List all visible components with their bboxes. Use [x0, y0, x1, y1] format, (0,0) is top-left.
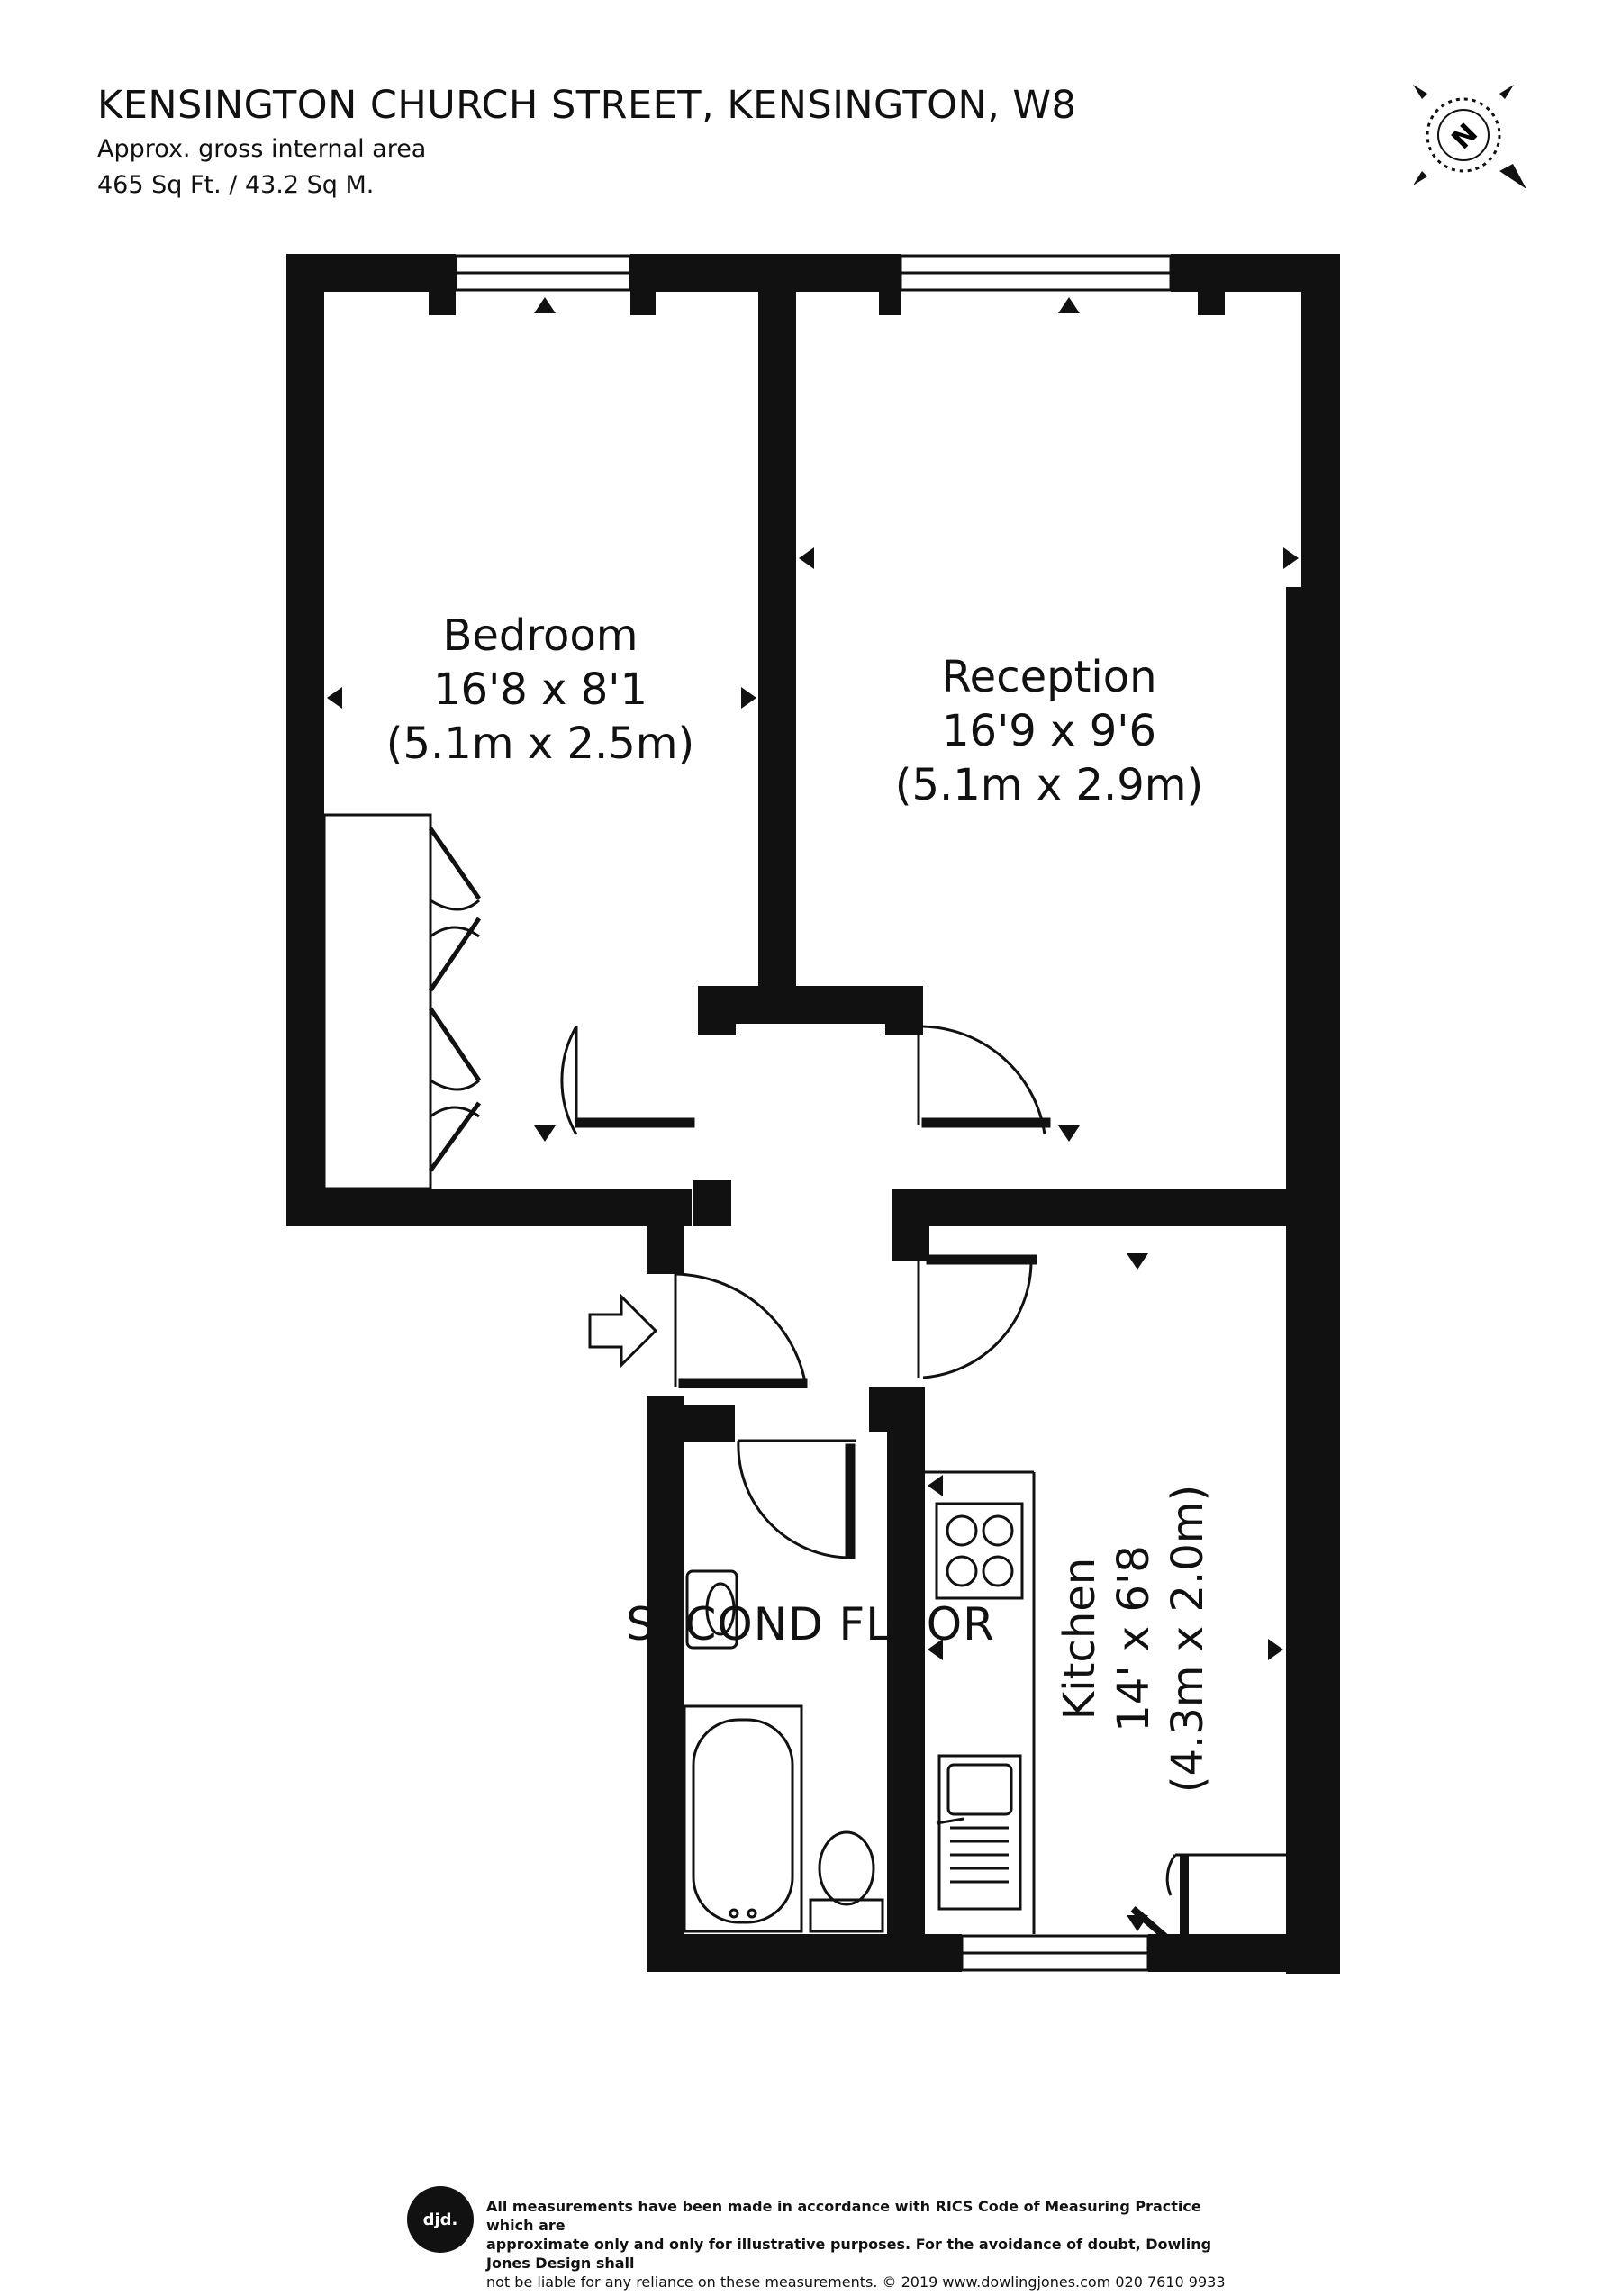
company-logo: djd. — [407, 2186, 474, 2253]
bathroom-fittings — [683, 1569, 884, 1933]
disclaimer-line-3: not be liable for any reliance on these … — [486, 2273, 1226, 2291]
compass-label: N — [1446, 118, 1485, 157]
toilet-icon — [809, 1830, 884, 1933]
disclaimer: All measurements have been made in accor… — [486, 2197, 1234, 2291]
bath-icon — [683, 1704, 803, 1933]
dimension-arrows — [327, 297, 1299, 1931]
bedroom-imperial: 16'8 x 8'1 — [433, 664, 647, 715]
disclaimer-line-1: All measurements have been made in accor… — [486, 2198, 1201, 2234]
reception-metric: (5.1m x 2.9m) — [895, 760, 1204, 810]
wardrobe — [322, 813, 482, 1190]
doors — [560, 1025, 1288, 1953]
room-labels: Bedroom 16'8 x 8'1 (5.1m x 2.5m) Recepti… — [386, 610, 1213, 1793]
entrance-arrow-icon — [588, 1293, 658, 1369]
bedroom-metric: (5.1m x 2.5m) — [386, 719, 695, 769]
kitchen-metric: (4.3m x 2.0m) — [1163, 1485, 1213, 1794]
bedroom-name: Bedroom — [442, 610, 638, 661]
windows — [454, 254, 1173, 1972]
basin-icon — [685, 1569, 738, 1650]
kitchen-imperial: 14' x 6'8 — [1109, 1545, 1159, 1731]
reception-imperial: 16'9 x 9'6 — [942, 706, 1156, 756]
disclaimer-line-2: approximate only and only for illustrati… — [486, 2236, 1212, 2272]
property-title: KENSINGTON CHURCH STREET, KENSINGTON, W8 — [97, 83, 1077, 128]
compass-icon: N — [1413, 85, 1526, 189]
sink-icon — [936, 1754, 1022, 1911]
kitchen-name: Kitchen — [1055, 1558, 1105, 1720]
walls — [286, 254, 1340, 1974]
reception-name: Reception — [941, 652, 1156, 702]
area-label: Approx. gross internal area — [97, 135, 427, 163]
area-value: 465 Sq Ft. / 43.2 Sq M. — [97, 171, 375, 199]
kitchen-fittings — [925, 1470, 1036, 1934]
floor-label: SECOND FLOOR — [626, 1598, 995, 1650]
hob-icon — [935, 1502, 1024, 1600]
header: KENSINGTON CHURCH STREET, KENSINGTON, W8… — [97, 79, 1076, 203]
